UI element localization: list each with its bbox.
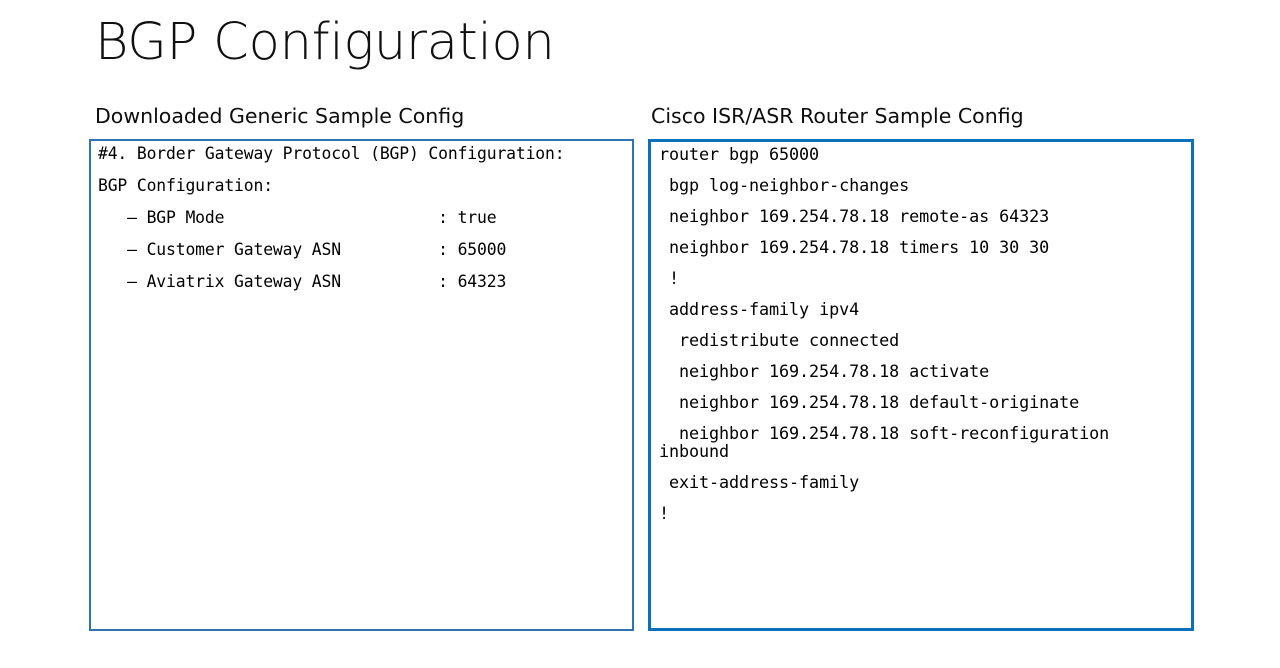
code-line: ! [659,503,670,523]
left-code-content: #4. Border Gateway Protocol (BGP) Config… [91,141,632,295]
code-line: neighbor 169.254.78.18 soft-reconfigurat… [659,423,1120,461]
code-line: neighbor 169.254.78.18 default-originate [659,392,1080,412]
left-column-heading: Downloaded Generic Sample Config [95,104,465,128]
code-line: – Customer Gateway ASN : 65000 [98,240,507,259]
code-line: neighbor 169.254.78.18 activate [659,361,990,381]
code-line: #4. Border Gateway Protocol (BGP) Config… [98,144,565,163]
code-line: bgp log-neighbor-changes [659,175,910,195]
code-line: ! [659,268,680,288]
right-column-heading: Cisco ISR/ASR Router Sample Config [651,104,1024,128]
code-line: redistribute connected [659,330,900,350]
left-code-box: #4. Border Gateway Protocol (BGP) Config… [89,139,634,631]
right-code-box: router bgp 65000 bgp log-neighbor-change… [648,139,1194,631]
code-line: exit-address-family [659,472,860,492]
code-line: neighbor 169.254.78.18 remote-as 64323 [659,206,1050,226]
code-line: BGP Configuration: [98,176,273,195]
page-title: BGP Configuration [95,13,555,72]
code-line: router bgp 65000 [659,144,820,164]
code-line: – BGP Mode : true [98,208,497,227]
code-line: neighbor 169.254.78.18 timers 10 30 30 [659,237,1050,257]
code-line: address-family ipv4 [659,299,860,319]
code-line: – Aviatrix Gateway ASN : 64323 [98,272,507,291]
right-code-content: router bgp 65000 bgp log-neighbor-change… [651,142,1191,526]
